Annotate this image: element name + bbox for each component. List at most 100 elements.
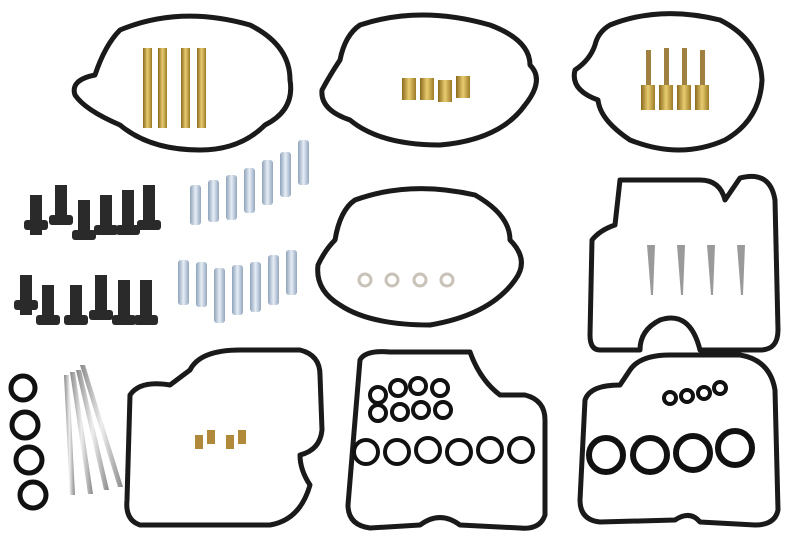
jet (158, 48, 167, 128)
gasket-middle-right (587, 173, 781, 353)
o-ring (662, 390, 678, 406)
spring (238, 430, 246, 444)
gasket-center (315, 186, 524, 328)
o-ring (712, 380, 728, 396)
jet (641, 85, 655, 110)
o-ring (9, 409, 41, 441)
o-ring (445, 438, 473, 466)
washer (384, 272, 400, 288)
o-ring (696, 385, 712, 401)
needle-valve (707, 245, 715, 295)
o-ring (13, 444, 45, 476)
float-needle-valves (647, 245, 745, 295)
pin (76, 370, 109, 490)
screw (214, 268, 225, 323)
gasket-bottom-middle (345, 349, 548, 531)
jet (402, 78, 416, 100)
needle-valve (647, 245, 655, 295)
screw (64, 285, 88, 325)
jet (181, 48, 190, 128)
jet (438, 80, 452, 102)
float-bowl-gaskets-top (71, 11, 781, 531)
screw (268, 255, 279, 305)
long-pins (64, 365, 123, 495)
washer (439, 272, 455, 288)
spring (195, 435, 203, 449)
needle (664, 48, 669, 108)
jet (197, 48, 206, 128)
screw (280, 152, 291, 197)
screw (196, 262, 207, 307)
spring (226, 435, 234, 449)
needle-valve (737, 245, 745, 295)
pin (80, 365, 123, 487)
screw (286, 250, 297, 295)
spring (207, 430, 215, 444)
o-ring (715, 428, 755, 468)
screw (262, 160, 273, 205)
screw (137, 185, 161, 230)
washers (357, 272, 455, 288)
screw (49, 185, 73, 225)
needle-jets (641, 48, 709, 110)
screw (298, 140, 309, 185)
screw (232, 265, 243, 315)
needle (646, 50, 651, 110)
o-rings (8, 373, 755, 511)
o-ring (673, 433, 713, 473)
pin (70, 372, 93, 494)
pin (64, 375, 75, 495)
o-ring (368, 403, 388, 423)
screw (178, 260, 189, 305)
gasket-top-right (571, 11, 765, 153)
screw (94, 195, 118, 235)
o-ring (430, 378, 450, 398)
o-ring (390, 402, 410, 422)
pilot-jets (402, 76, 470, 102)
screw (36, 285, 60, 325)
gasket-top-left (71, 13, 294, 153)
needle (682, 48, 687, 108)
jet (677, 85, 691, 110)
black-screws (14, 185, 161, 325)
o-ring (408, 376, 428, 396)
silver-screws (178, 140, 309, 323)
screw (208, 180, 219, 222)
jet (695, 85, 709, 110)
washer (412, 272, 428, 288)
o-ring (433, 400, 453, 420)
o-ring (630, 435, 670, 475)
screw (14, 275, 38, 315)
gasket-bottom-right (577, 352, 781, 528)
screw (89, 275, 113, 320)
screw (226, 175, 237, 220)
screw (112, 280, 136, 325)
screw (190, 185, 201, 225)
o-ring (679, 388, 695, 404)
main-jets (143, 48, 206, 128)
springs (195, 430, 246, 449)
jet (659, 85, 673, 110)
jet (143, 48, 152, 128)
o-ring (476, 436, 504, 464)
gasket-top-middle (319, 12, 539, 148)
o-ring (411, 400, 431, 420)
o-ring (507, 436, 535, 464)
screw (116, 190, 140, 235)
screw (72, 200, 96, 240)
gasket-bottom-left (124, 347, 325, 528)
needle-valve (677, 245, 685, 295)
o-ring (17, 479, 49, 511)
needle (700, 50, 705, 110)
o-ring (586, 435, 626, 475)
screw (134, 280, 158, 325)
o-ring (352, 438, 380, 466)
jet (420, 78, 434, 100)
screw (250, 262, 261, 312)
o-ring (383, 438, 411, 466)
o-ring (8, 373, 38, 403)
washer (357, 272, 373, 288)
o-ring (414, 436, 442, 464)
screw (24, 195, 48, 235)
